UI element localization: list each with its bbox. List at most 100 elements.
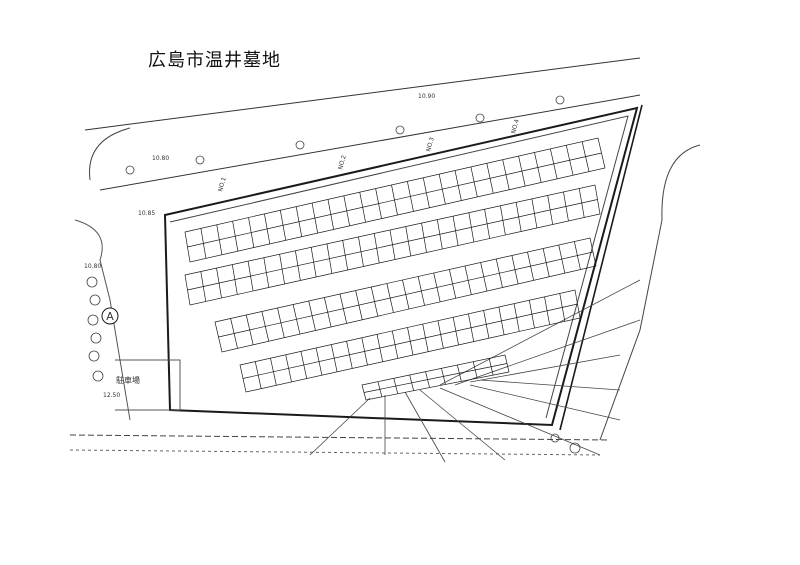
- plot-cell-line: [480, 262, 488, 292]
- plot-cell-line: [528, 300, 535, 329]
- plot-cell-line: [391, 330, 399, 359]
- block-label-2: NO.2: [337, 154, 348, 170]
- plot-cell-line: [454, 170, 462, 201]
- plot-row: [184, 137, 606, 263]
- plot-cell-line: [527, 251, 535, 281]
- block-label-4: NO.4: [510, 118, 521, 134]
- south-road-2: [69, 449, 601, 456]
- plot-cell-line: [402, 279, 410, 310]
- plot-cell-line: [559, 293, 566, 322]
- plot-cell-line: [277, 307, 285, 338]
- plot-row: [184, 184, 601, 306]
- plot-cell-line: [311, 203, 319, 234]
- plot-cell-line: [502, 159, 510, 190]
- plot-cell-line: [452, 216, 459, 246]
- plot-cell-line: [231, 264, 238, 295]
- plot-cell-line: [547, 195, 554, 225]
- plot-cell-line: [346, 341, 353, 369]
- plot-cell-line: [200, 228, 207, 259]
- plot-cell-line: [389, 229, 396, 260]
- road-number-4: 10.80: [84, 263, 101, 270]
- plot-row: [214, 237, 597, 353]
- plot-cell-line: [270, 358, 277, 386]
- plot-cell-line: [578, 188, 585, 218]
- plot-cell-line: [375, 188, 382, 219]
- plot-cell-line: [468, 313, 475, 342]
- plot-cell-line: [247, 261, 254, 292]
- tree-symbols: [86, 95, 581, 454]
- road-number-3: 10.85: [138, 210, 155, 217]
- page-title: 広島市温井墓地: [148, 50, 281, 71]
- plot-row-divider: [363, 363, 508, 393]
- plot-cell-line: [342, 240, 349, 271]
- plot-cell-line: [498, 306, 505, 335]
- plot-cell-line: [248, 217, 255, 248]
- plot-cell-line: [232, 221, 239, 252]
- plot-cell-line: [464, 265, 472, 295]
- plot-cell-line: [230, 318, 238, 349]
- plot-cell-line: [285, 354, 292, 382]
- block-label-1: NO.1: [217, 176, 228, 192]
- plot-cell-line: [422, 324, 429, 352]
- plot-cell-line: [417, 276, 425, 306]
- plot-cell-line: [359, 192, 366, 223]
- plot-cell-line: [373, 233, 380, 264]
- plot-cell-line: [386, 283, 394, 313]
- plot-cell-line: [358, 236, 364, 267]
- plot-cell-line: [550, 148, 558, 179]
- road-number-5: 12.50: [103, 392, 120, 399]
- plot-cell-line: [511, 255, 519, 284]
- plot-cell-line: [407, 181, 414, 212]
- plot-cell-line: [563, 191, 569, 222]
- plot-cell-line: [470, 166, 478, 197]
- plot-cell-line: [468, 212, 475, 243]
- west-parking: [115, 359, 181, 411]
- plot-cell-line: [438, 174, 446, 205]
- plot-cell-line: [264, 213, 271, 244]
- plot-cell-line: [433, 272, 441, 302]
- plot-cell-line: [456, 364, 462, 382]
- plot-cell-line: [326, 243, 333, 274]
- plot-cell-line: [486, 163, 494, 194]
- marker-a: A: [101, 307, 119, 325]
- plot-cell-line: [495, 258, 503, 288]
- plot-cell-line: [515, 202, 522, 232]
- plot-cell-line: [308, 300, 316, 331]
- plot-cell-line: [574, 241, 581, 270]
- plot-cell-line: [261, 311, 270, 342]
- plot-cell-line: [531, 198, 538, 229]
- plot-cell-line: [518, 156, 526, 187]
- plot-cell-line: [534, 152, 542, 183]
- plot-cell-line: [544, 296, 550, 325]
- plot-cell-line: [254, 361, 262, 389]
- plot-cell-line: [216, 268, 222, 299]
- plot-cell-line: [437, 320, 444, 349]
- plot-cell-line: [500, 205, 506, 236]
- parking-label: 駐車場: [116, 375, 140, 385]
- road-number-2: 10.90: [418, 93, 435, 100]
- south-road: [69, 434, 611, 441]
- plot-cell-line: [279, 210, 287, 241]
- plot-cell-line: [245, 314, 254, 345]
- plot-cell-line: [484, 209, 490, 239]
- road-curb: [89, 127, 131, 181]
- plot-cell-line: [441, 368, 446, 385]
- plot-cell-line: [558, 244, 566, 274]
- plot-cell-line: [295, 206, 303, 237]
- plot-cell-line: [422, 177, 430, 208]
- plot-cell-line: [331, 344, 338, 372]
- plot-cell-line: [377, 381, 383, 397]
- plot-cell-line: [315, 347, 323, 376]
- plot-cell-line: [279, 254, 285, 285]
- plot-cell-line: [295, 250, 301, 281]
- plot-cell-line: [565, 145, 574, 176]
- plot-cell-line: [449, 269, 457, 299]
- plot-cell-line: [513, 303, 520, 332]
- plot-cell-line: [339, 293, 348, 324]
- plot-cell-line: [581, 141, 590, 172]
- plot-cell-line: [488, 358, 494, 376]
- plot-cell-line: [292, 304, 301, 335]
- plot-cell-line: [409, 374, 415, 391]
- plot-row: [239, 289, 581, 393]
